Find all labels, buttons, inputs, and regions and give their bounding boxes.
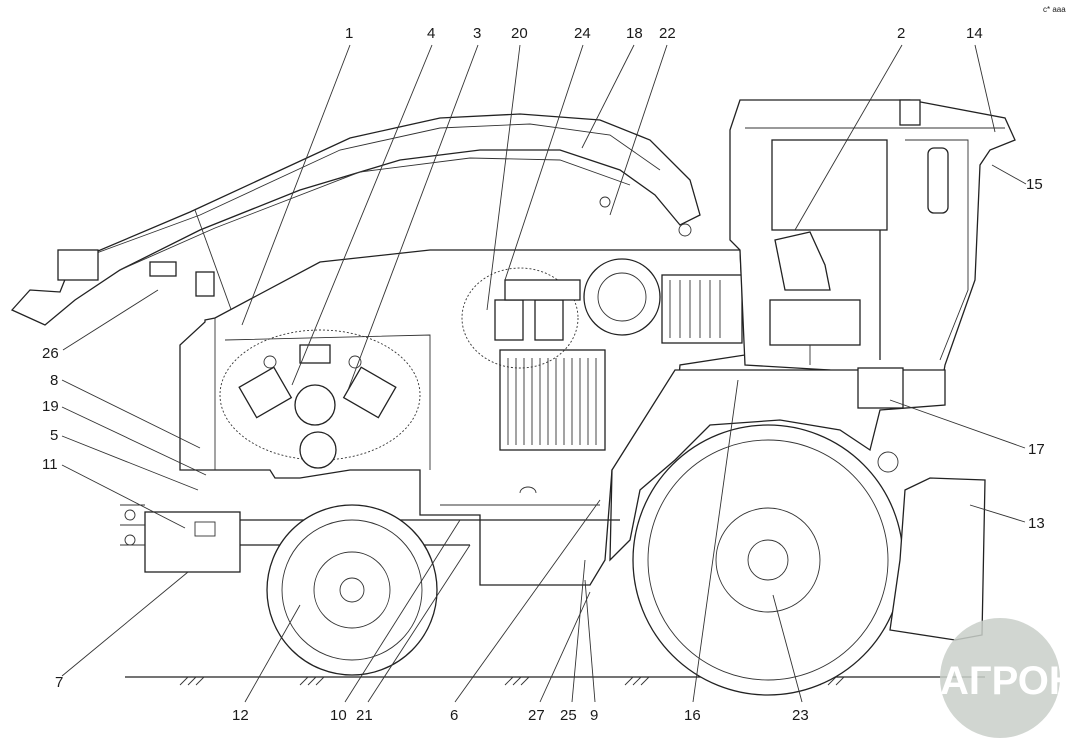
corner-note: c* aaa <box>1043 5 1066 14</box>
operator-cab <box>729 99 1016 406</box>
callout-6: 6 <box>450 707 458 724</box>
callout-20: 20 <box>511 25 528 42</box>
callout-13: 13 <box>1028 515 1045 532</box>
callout-12: 12 <box>232 707 249 724</box>
callout-2: 2 <box>897 25 905 42</box>
chassis <box>120 369 946 573</box>
callout-10: 10 <box>330 707 347 724</box>
callout-21: 21 <box>356 707 373 724</box>
callout-9: 9 <box>590 707 598 724</box>
callout-17: 17 <box>1028 441 1045 458</box>
engine <box>219 329 421 469</box>
rear-wheel <box>266 504 438 676</box>
callout-26: 26 <box>42 345 59 362</box>
watermark-text: АГРОНКЛ <box>940 659 1073 703</box>
callout-1: 1 <box>345 25 353 42</box>
callout-23: 23 <box>792 707 809 724</box>
callout-3: 3 <box>473 25 481 42</box>
body-housing <box>179 249 746 586</box>
callout-25: 25 <box>560 707 577 724</box>
callout-11: 11 <box>42 456 58 473</box>
front-hitch <box>857 367 986 641</box>
callout-5: 5 <box>50 427 58 444</box>
callout-labels: 1 4 3 20 24 18 22 2 14 15 26 8 19 5 11 1… <box>42 25 1045 724</box>
callout-16: 16 <box>684 707 701 724</box>
leader-lines <box>61 44 1027 703</box>
discharge-spout <box>10 113 701 326</box>
callout-7: 7 <box>55 674 63 691</box>
front-wheel <box>632 424 904 696</box>
callout-4: 4 <box>427 25 435 42</box>
callout-19: 19 <box>42 398 59 415</box>
ground-line <box>125 676 985 686</box>
callout-8: 8 <box>50 372 58 389</box>
callout-24: 24 <box>574 25 591 42</box>
callout-18: 18 <box>626 25 643 42</box>
callout-22: 22 <box>659 25 676 42</box>
agronkl-watermark: АГРОНКЛ <box>940 618 1073 738</box>
callout-15: 15 <box>1026 176 1043 193</box>
callout-27: 27 <box>528 707 545 724</box>
callout-14: 14 <box>966 25 983 42</box>
air-filters <box>461 258 743 369</box>
